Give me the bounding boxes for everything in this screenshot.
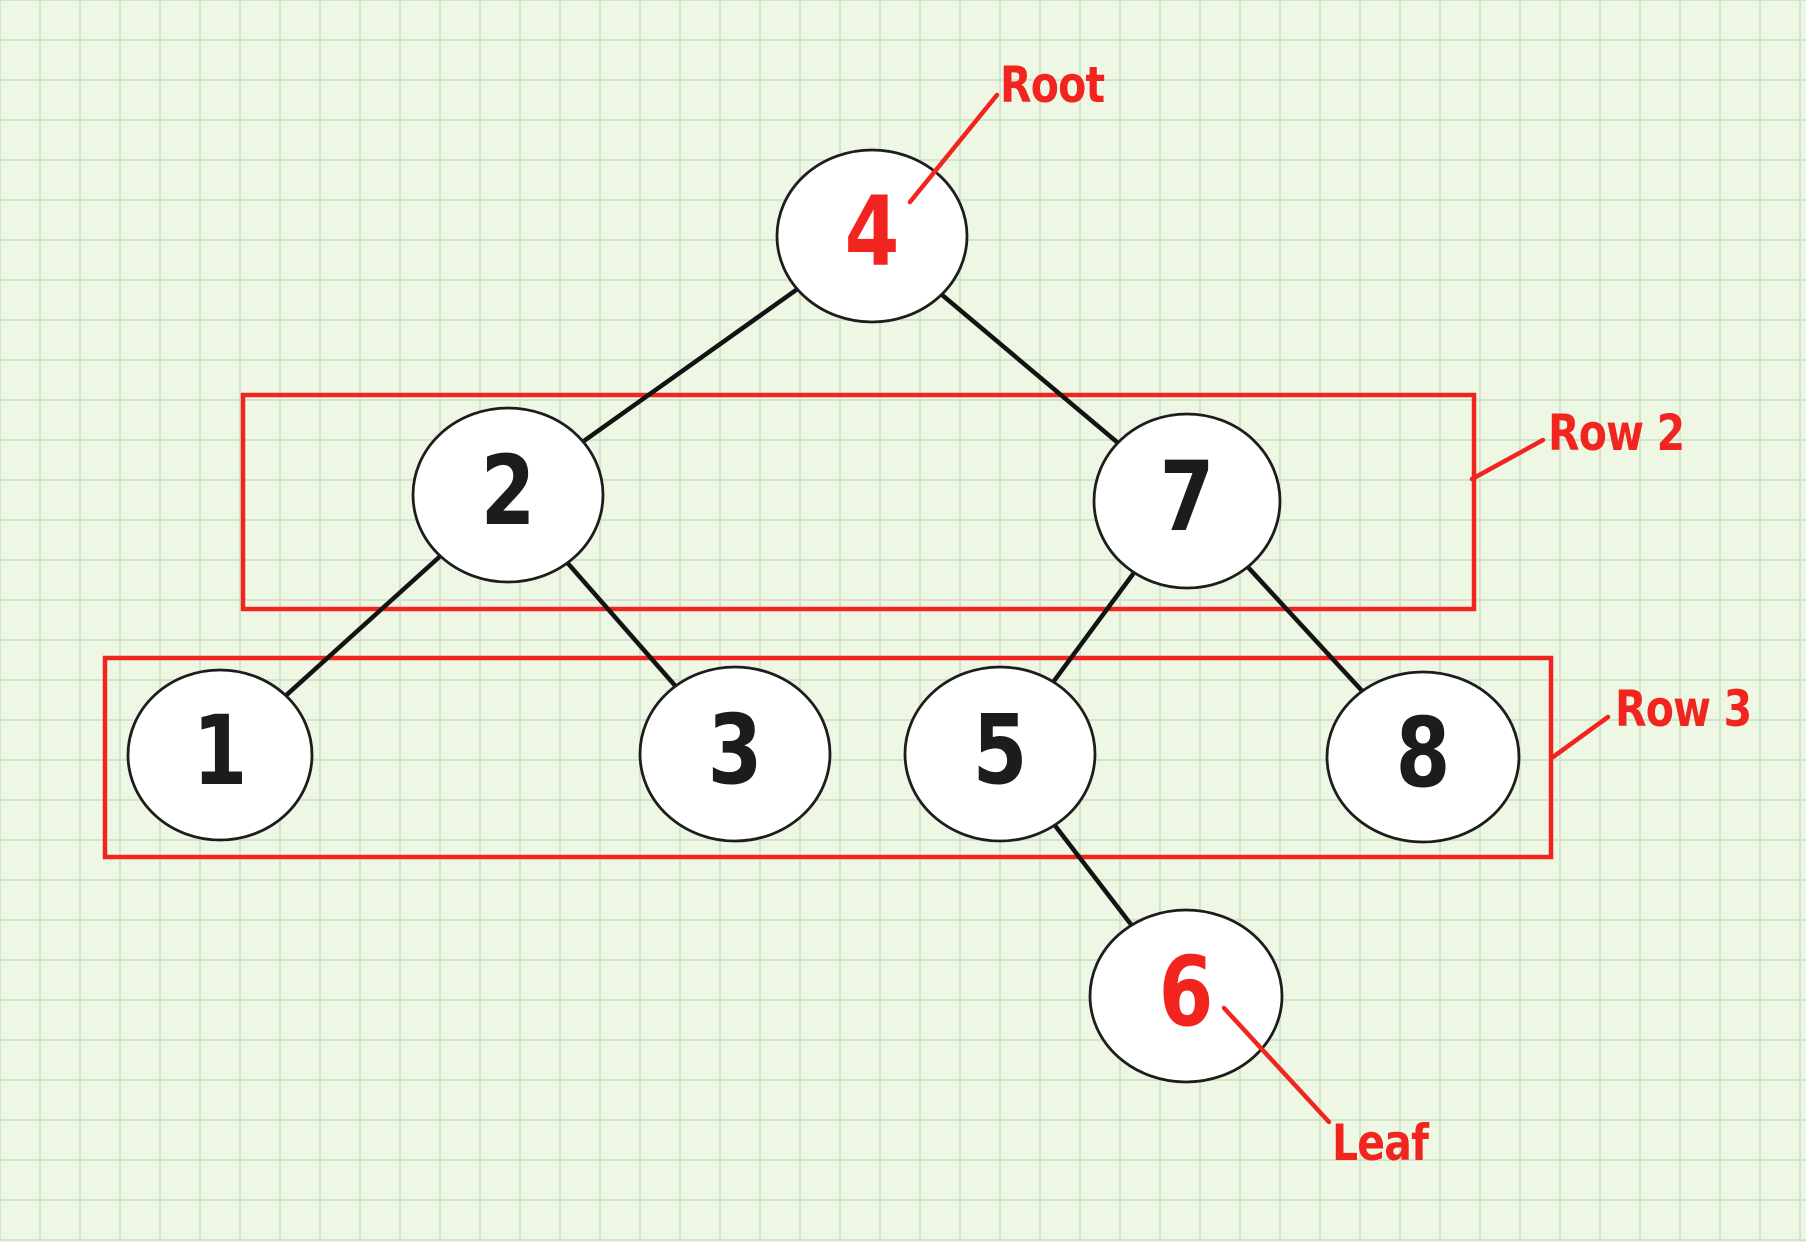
node-value-8: 8	[1395, 697, 1451, 810]
row2-box	[240, 392, 1477, 612]
node-value-1: 1	[192, 695, 248, 808]
row2-pointer-line	[1469, 437, 1546, 482]
row3-label: Row 3	[1615, 680, 1752, 738]
node-value-7: 7	[1159, 441, 1215, 554]
node-value-3: 3	[707, 694, 763, 807]
annotation-pointers	[907, 92, 1611, 1125]
node-value-4: 4	[844, 176, 900, 289]
node-circle-8	[1325, 670, 1521, 844]
leaf-pointer-line	[1221, 1005, 1332, 1125]
node-value-5: 5	[972, 694, 1028, 807]
row3-pointer-line	[1550, 714, 1611, 760]
node-circle-5	[903, 665, 1097, 843]
tree-edges	[218, 234, 1425, 998]
node-value-2: 2	[480, 435, 536, 548]
root-label: Root	[1000, 56, 1105, 114]
node-circle-2	[411, 406, 605, 584]
node-circle-6	[1088, 908, 1284, 1084]
tree-node-circles	[126, 148, 1521, 1084]
node-circle-3	[638, 665, 832, 843]
node-circle-7	[1092, 412, 1282, 590]
node-circle-1	[126, 668, 314, 842]
row2-label: Row 2	[1548, 404, 1685, 462]
leaf-label: Leaf	[1332, 1114, 1429, 1172]
page-edge-strip	[0, 1242, 1806, 1246]
root-pointer-line	[907, 92, 1000, 205]
node-value-6: 6	[1158, 936, 1214, 1049]
